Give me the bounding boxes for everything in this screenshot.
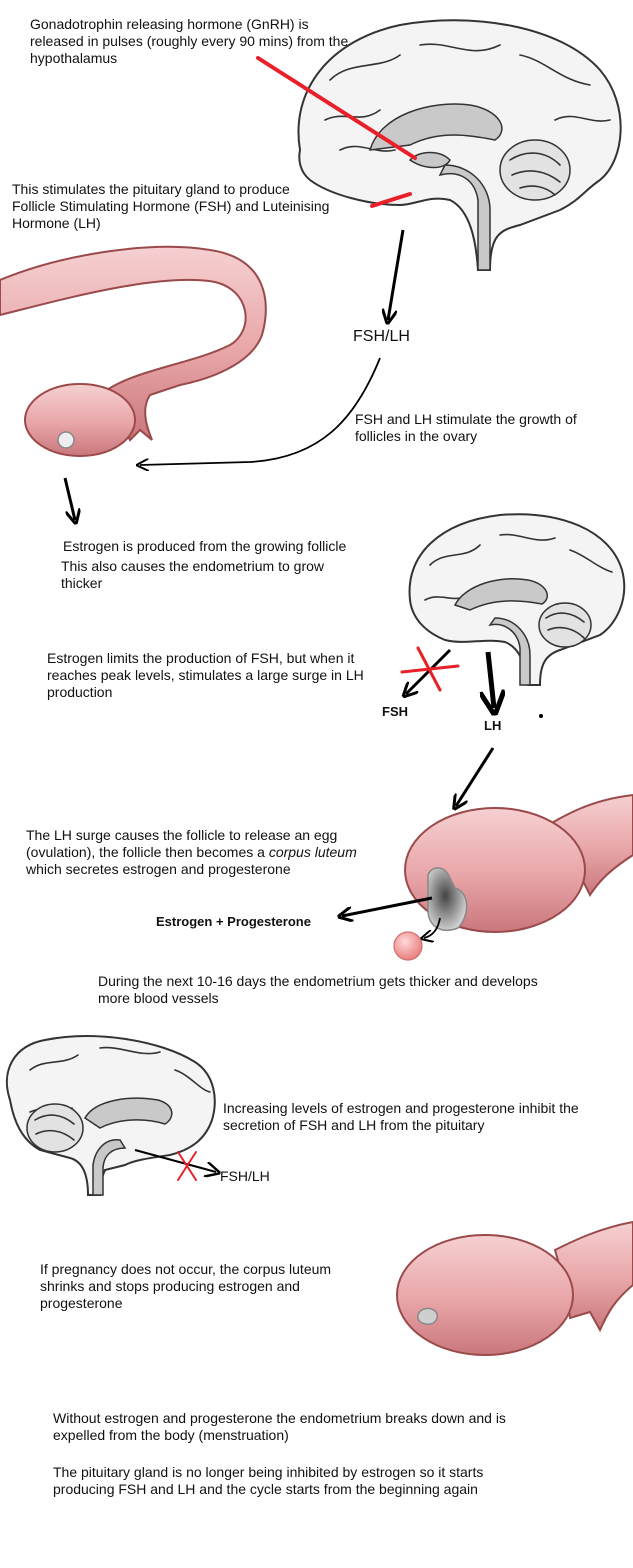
brain-icon: [297, 19, 622, 271]
arrow-egg: [424, 917, 441, 938]
estrogen-progesterone-label: Estrogen + Progesterone: [156, 914, 311, 929]
stray-dot: [539, 714, 543, 718]
inhibit-cross-icon: [400, 646, 460, 692]
arrow-down: [388, 229, 405, 320]
lh-label: LH: [484, 718, 502, 733]
increasing-levels-text: Increasing levels of estrogen and proges…: [223, 1100, 579, 1133]
cycle-restart-text: The pituitary gland is no longer being i…: [53, 1464, 484, 1497]
no-pregnancy-text: If pregnancy does not occur, the corpus …: [40, 1261, 332, 1311]
fsh-lh-inhibited-label: FSH/LH: [220, 1168, 270, 1184]
egg-icon: [393, 931, 423, 961]
ovary-icon: [404, 793, 633, 933]
ovary-icon: [396, 1220, 633, 1356]
arrow-down: [63, 477, 75, 520]
without-estrogen-text: Without estrogen and progesterone the en…: [53, 1410, 506, 1443]
pituitary-pointer: [370, 192, 412, 208]
arrow-to-ovary: [140, 357, 381, 465]
arrow-to-ovary: [456, 747, 495, 806]
brain-icon: [408, 513, 626, 686]
hypothalamus-pointer: [256, 56, 417, 160]
arrow-hormones: [342, 896, 433, 916]
endometrium-grow-text: This also causes the endometrium to grow…: [61, 558, 325, 591]
pituitary-text: This stimulates the pituitary gland to p…: [12, 181, 330, 231]
estrogen-produced-text: Estrogen is produced from the growing fo…: [63, 538, 347, 554]
gnrh-text: Gonadotrophin releasing hormone (GnRH) i…: [30, 16, 349, 66]
ovary-icon: [24, 383, 136, 457]
fsh-lh-label: FSH/LH: [353, 328, 410, 345]
arrow-fsh: [406, 648, 452, 694]
brain-icon: [5, 1035, 216, 1196]
fsh-lh-growth-text: FSH and LH stimulate the growth of folli…: [355, 411, 577, 444]
fallopian-tube-icon: [0, 245, 267, 442]
next-days-text: During the next 10-16 days the endometri…: [98, 973, 538, 1006]
lh-surge-text: The LH surge causes the follicle to rele…: [26, 827, 357, 877]
arrow-inhibited: [134, 1148, 216, 1172]
fsh-label: FSH: [382, 704, 408, 719]
inhibit-cross-icon: [177, 1151, 197, 1181]
arrow-lh: [488, 651, 494, 708]
estrogen-limits-text: Estrogen limits the production of FSH, b…: [47, 650, 364, 700]
corpus-luteum-term: corpus luteum: [268, 844, 357, 860]
